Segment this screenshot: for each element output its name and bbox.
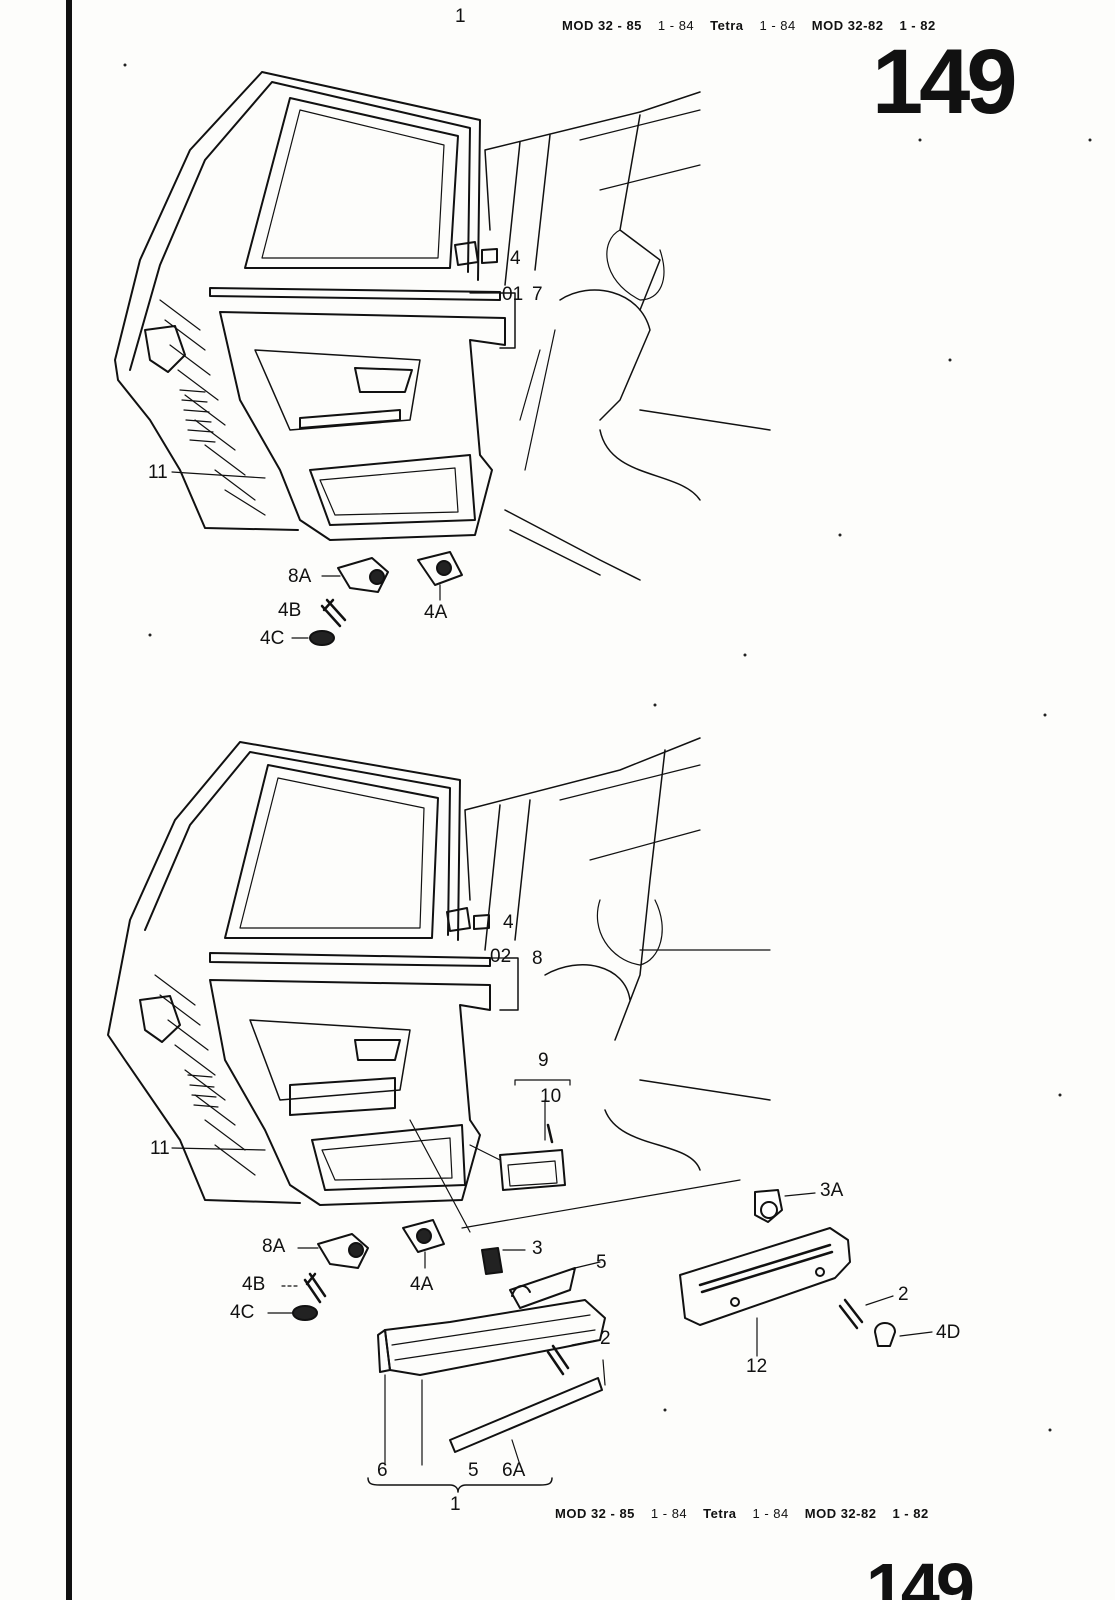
- scan-specks: [123, 63, 1092, 1432]
- footer-model-date-1: 1 - 84: [650, 1506, 688, 1521]
- callout-11-bottom: 11: [150, 1138, 170, 1159]
- callout-4A-top: 4A: [424, 602, 448, 623]
- top-door-assembly: [114, 71, 771, 646]
- callout-4-bottom: 4: [503, 912, 514, 933]
- footer-model-date-2: 1 - 84: [752, 1506, 789, 1521]
- callout-4C-top: 4C: [260, 628, 285, 649]
- callout-12: 12: [746, 1356, 768, 1377]
- callout-5-bottom: 5: [468, 1460, 479, 1481]
- callout-3A: 3A: [820, 1180, 844, 1201]
- footer-model-code-1: MOD 32 - 85: [555, 1506, 635, 1521]
- callout-01: 01: [502, 284, 524, 305]
- binding-edge: [66, 0, 72, 1600]
- page-number: 149: [872, 31, 1017, 133]
- callout-4B-bottom: 4B: [242, 1274, 266, 1295]
- callout-6A: 6A: [502, 1460, 526, 1481]
- callout-8A-top: 8A: [288, 566, 312, 587]
- callout-4B-top: 4B: [278, 600, 302, 621]
- callout-9: 9: [538, 1050, 549, 1071]
- model-date-1: 1 - 84: [657, 18, 695, 33]
- callout-5: 5: [596, 1252, 607, 1273]
- callout-4-top: 4: [510, 248, 521, 269]
- bottom-door-assembly: [107, 737, 933, 1493]
- callout-02: 02: [490, 946, 512, 967]
- callout-4D: 4D: [936, 1322, 961, 1343]
- model-code-3: MOD 32-82: [811, 18, 884, 33]
- callout-8: 8: [532, 948, 543, 969]
- section-marker: 1: [455, 6, 466, 27]
- callout-11-top: 11: [148, 462, 168, 483]
- callout-4A-bottom: 4A: [410, 1274, 434, 1295]
- callout-7: 7: [532, 284, 543, 305]
- footer-model-code-2: Tetra: [703, 1506, 737, 1521]
- callout-4C-bottom: 4C: [230, 1302, 255, 1323]
- callout-8A-bottom: 8A: [262, 1236, 286, 1257]
- footer-model-code-3: MOD 32-82: [804, 1506, 877, 1521]
- model-code-1: MOD 32 - 85: [562, 18, 642, 33]
- footer-model-line: MOD 32 - 85 1 - 84 Tetra 1 - 84 MOD 32-82 1 -…: [555, 1506, 945, 1521]
- callout-3: 3: [532, 1238, 543, 1259]
- callout-10: 10: [540, 1086, 562, 1107]
- footer-model-date-3: 1 - 82: [892, 1506, 929, 1521]
- model-date-3: 1 - 82: [899, 18, 936, 33]
- callout-2-right: 2: [898, 1284, 909, 1305]
- model-date-2: 1 - 84: [759, 18, 796, 33]
- callout-2-middle: 2: [600, 1328, 611, 1349]
- callout-6: 6: [377, 1460, 388, 1481]
- header-model-line: MOD 32 - 85 1 - 84 Tetra 1 - 84 MOD 32-82 1 -…: [562, 18, 952, 33]
- next-page-number-fragment: 149: [866, 1549, 975, 1600]
- model-code-2: Tetra: [710, 18, 744, 33]
- callout-1: 1: [450, 1494, 461, 1515]
